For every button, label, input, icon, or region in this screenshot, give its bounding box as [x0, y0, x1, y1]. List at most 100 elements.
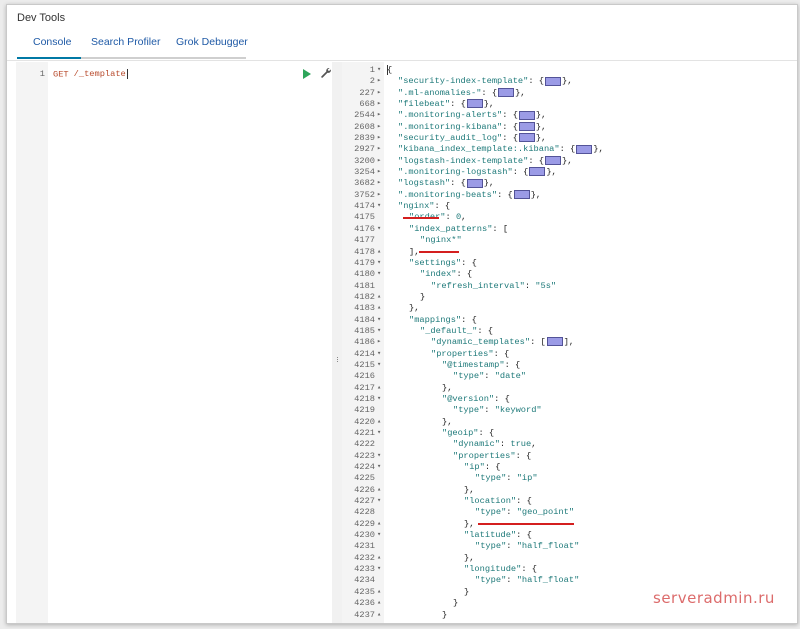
expand-fold-icon[interactable]: ▸ — [377, 190, 382, 199]
collapsed-block-chip[interactable] — [544, 76, 561, 86]
line-number: 4231 — [354, 541, 375, 552]
json-key: "type" — [453, 371, 485, 382]
request-line[interactable]: GET/_template — [53, 69, 128, 79]
json-punctuation: : { — [478, 428, 495, 438]
expand-fold-icon[interactable]: ▸ — [377, 122, 382, 131]
dev-tools-window: Dev Tools Console Search Profiler Grok D… — [6, 4, 798, 624]
collapse-fold-icon[interactable]: ▾ — [377, 463, 382, 472]
collapse-fold-icon[interactable]: ▾ — [377, 360, 382, 369]
collapse-fold-icon[interactable]: ▾ — [377, 349, 382, 358]
request-editor[interactable]: 1 GET/_template — [16, 62, 332, 623]
expand-fold-icon[interactable]: ▸ — [377, 145, 382, 154]
tab-search-profiler[interactable]: Search Profiler — [91, 36, 161, 48]
annotation-underline-nginx-pattern — [419, 251, 459, 253]
collapsed-block-chip[interactable] — [498, 87, 515, 97]
code-text: }, — [464, 519, 474, 530]
collapse-fold-icon[interactable]: ▴ — [377, 610, 382, 619]
json-key: "kibana_index_template:.kibana" — [398, 144, 560, 155]
collapse-fold-icon[interactable]: ▾ — [377, 66, 382, 74]
json-punctuation: }, — [561, 76, 573, 87]
expand-fold-icon[interactable]: ▸ — [377, 77, 382, 86]
play-icon[interactable] — [303, 69, 311, 79]
collapse-fold-icon[interactable]: ▾ — [377, 565, 382, 574]
expand-fold-icon[interactable]: ▸ — [377, 179, 382, 188]
pane-resize-handle[interactable]: ··· — [332, 62, 342, 623]
json-key: "@version" — [442, 393, 495, 404]
line-number: 4183 — [354, 303, 375, 314]
collapse-fold-icon[interactable]: ▴ — [377, 553, 382, 562]
expand-fold-icon[interactable]: ▸ — [377, 111, 382, 120]
json-key: "index_patterns" — [409, 223, 493, 234]
line-number: 4225 — [354, 473, 375, 484]
collapse-fold-icon[interactable]: ▾ — [377, 497, 382, 506]
collapse-fold-icon[interactable]: ▴ — [377, 292, 382, 301]
line-number: 2927 — [354, 144, 375, 155]
tab-console[interactable]: Console — [33, 36, 72, 48]
expand-fold-icon[interactable]: ▸ — [377, 338, 382, 347]
expand-fold-icon[interactable]: ▸ — [377, 156, 382, 165]
collapse-fold-icon[interactable]: ▴ — [377, 304, 382, 313]
line-number: 3254 — [354, 167, 375, 178]
collapse-fold-icon[interactable]: ▾ — [377, 258, 382, 267]
collapse-fold-icon[interactable]: ▴ — [377, 587, 382, 596]
json-punctuation: } — [420, 291, 426, 302]
expand-fold-icon[interactable]: ▸ — [377, 168, 382, 177]
collapse-fold-icon[interactable]: ▴ — [377, 383, 382, 392]
code-text: "type": "geo_point" — [475, 507, 574, 518]
json-punctuation: : { — [450, 178, 466, 189]
collapse-fold-icon[interactable]: ▾ — [377, 394, 382, 403]
json-punctuation: : — [506, 541, 517, 552]
expand-fold-icon[interactable]: ▸ — [377, 134, 382, 143]
collapsed-block-chip[interactable] — [529, 167, 546, 177]
expand-fold-icon[interactable]: ▸ — [377, 100, 382, 109]
code-text: ".monitoring-kibana": {}, — [398, 122, 546, 133]
collapsed-block-chip[interactable] — [576, 144, 593, 154]
text-caret — [126, 69, 128, 79]
collapse-fold-icon[interactable]: ▾ — [377, 531, 382, 540]
collapse-fold-icon[interactable]: ▴ — [377, 247, 382, 256]
collapsed-block-chip[interactable] — [466, 99, 483, 109]
code-text: "geoip": { — [442, 428, 494, 439]
wrench-icon[interactable] — [320, 67, 332, 79]
collapse-fold-icon[interactable]: ▾ — [377, 202, 382, 211]
json-punctuation: : { — [502, 121, 518, 132]
collapsed-block-chip[interactable] — [544, 155, 561, 165]
request-method: GET — [53, 69, 69, 80]
collapse-fold-icon[interactable]: ▴ — [377, 485, 382, 494]
collapse-fold-icon[interactable]: ▾ — [377, 270, 382, 279]
collapse-fold-icon[interactable]: ▾ — [377, 224, 382, 233]
response-viewer[interactable]: 1▾{2▸"security-index-template": {},227▸"… — [342, 62, 797, 623]
collapsed-block-chip[interactable] — [466, 178, 483, 188]
json-punctuation: , — [461, 212, 467, 223]
collapse-fold-icon[interactable]: ▴ — [377, 599, 382, 608]
collapse-fold-icon[interactable]: ▾ — [377, 429, 382, 437]
collapse-fold-icon[interactable]: ▾ — [377, 326, 382, 335]
line-number: 3200 — [354, 155, 375, 166]
collapse-fold-icon[interactable]: ▾ — [377, 315, 382, 324]
collapsed-block-chip[interactable] — [546, 337, 563, 347]
json-key: "logstash" — [398, 178, 451, 189]
expand-fold-icon[interactable]: ▸ — [377, 88, 382, 97]
tab-grok-debugger[interactable]: Grok Debugger — [176, 36, 248, 48]
collapsed-block-chip[interactable] — [518, 121, 535, 131]
line-number: 4237 — [354, 609, 375, 620]
json-string: "half_float" — [516, 541, 580, 552]
collapse-fold-icon[interactable]: ▾ — [377, 451, 382, 460]
json-key: "location" — [464, 496, 517, 507]
json-key: "type" — [475, 575, 507, 586]
response-line: 4219"type": "keyword" — [342, 405, 797, 416]
json-punctuation: }, — [483, 178, 495, 189]
json-key: "filebeat" — [398, 99, 451, 110]
code-text: "properties": { — [431, 349, 509, 360]
json-punctuation: : — [484, 371, 495, 382]
json-key: ".monitoring-alerts" — [398, 110, 503, 121]
code-text: ".monitoring-beats": {}, — [398, 190, 541, 201]
collapsed-block-chip[interactable] — [513, 189, 530, 199]
collapse-fold-icon[interactable]: ▴ — [377, 519, 382, 528]
response-caret — [387, 65, 388, 75]
collapsed-block-chip[interactable] — [518, 110, 535, 120]
collapsed-block-chip[interactable] — [518, 133, 535, 143]
collapse-fold-icon[interactable]: ▴ — [377, 417, 382, 426]
code-text: }, — [442, 417, 452, 428]
json-punctuation: ], — [563, 337, 575, 348]
